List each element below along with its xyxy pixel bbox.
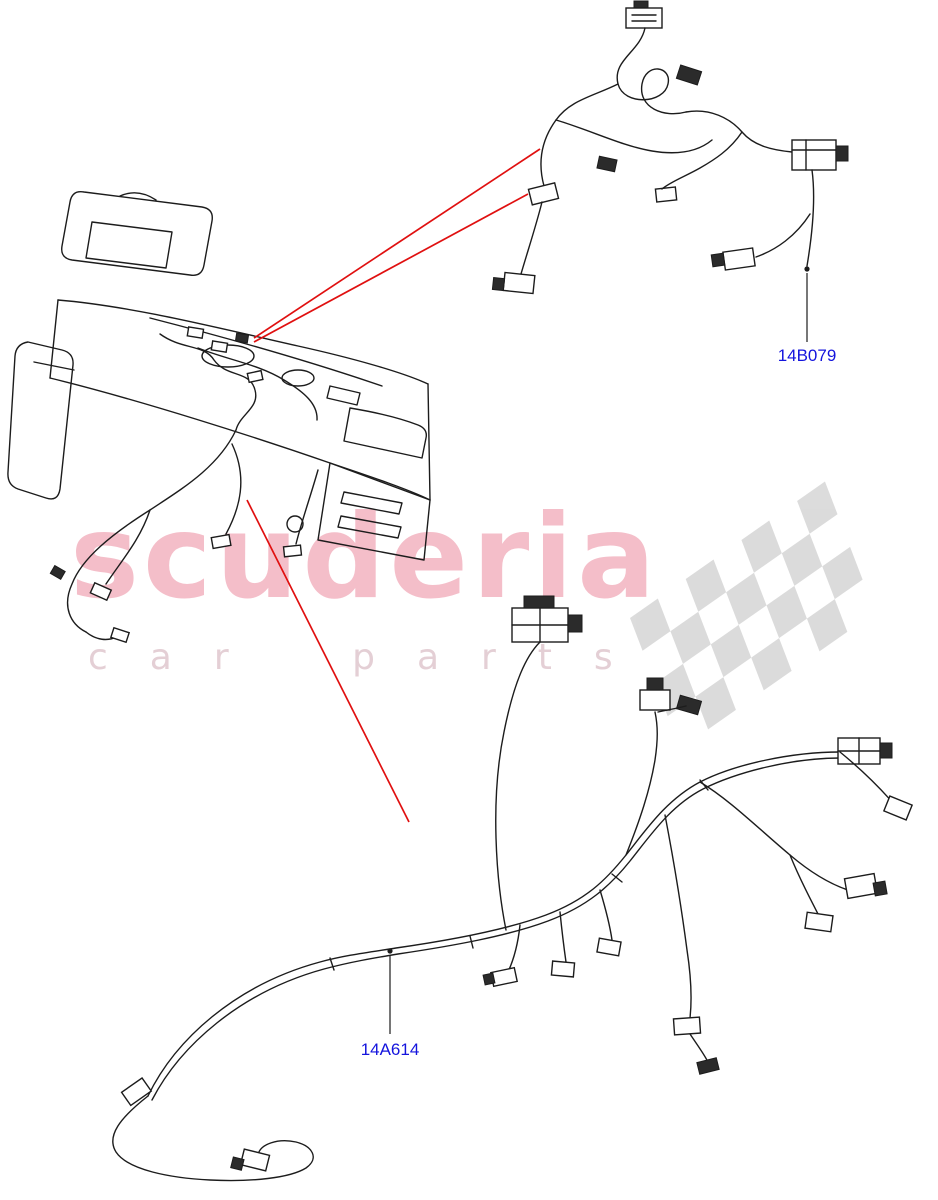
watermark-brand: scuderia: [70, 490, 660, 625]
label-pointer-lines: [387, 266, 810, 1034]
checkered-flag-cells: [630, 481, 863, 730]
leader-lines: [246, 148, 541, 823]
bottom-harness-illustration: [112, 595, 914, 1182]
part-label-14B079[interactable]: 14B079: [777, 346, 837, 365]
top-harness-illustration: [491, 0, 849, 295]
part-label-14A614[interactable]: 14A614: [360, 1040, 420, 1059]
watermark-subtitle: car parts: [88, 637, 655, 678]
anchor-dot-bottom: [387, 948, 393, 954]
anchor-dot-top: [804, 266, 810, 272]
console-illustration: [7, 191, 431, 644]
